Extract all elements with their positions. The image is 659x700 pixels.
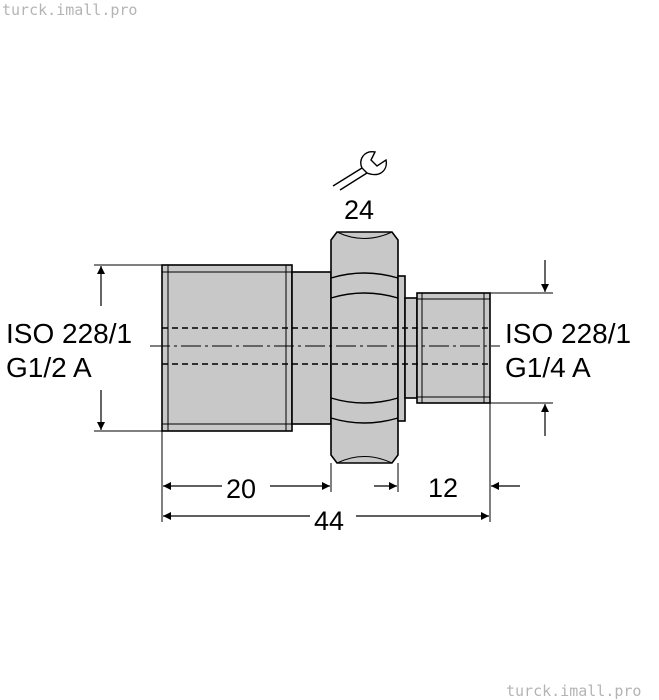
left-thread-body — [161, 264, 293, 432]
right-thread-size: G1/4 A — [505, 352, 591, 383]
neck — [291, 271, 332, 425]
left-thread-standard: ISO 228/1 — [6, 318, 132, 349]
small-neck — [404, 297, 418, 399]
collar — [397, 275, 406, 422]
right-diameter-dimension — [490, 260, 553, 436]
total-length-label: 44 — [314, 506, 344, 536]
extension-lines — [161, 403, 491, 522]
watermark-bottom: turck.imall.pro — [506, 682, 641, 700]
watermark-top: turck.imall.pro — [2, 1, 137, 19]
wrench-icon — [332, 151, 387, 191]
hex-nut — [330, 231, 399, 464]
right-length-label: 12 — [428, 473, 458, 503]
right-thread-body — [416, 292, 491, 404]
wrench-size-label: 24 — [344, 195, 374, 225]
left-length-label: 20 — [226, 474, 256, 504]
right-thread-standard: ISO 228/1 — [505, 318, 631, 349]
left-diameter-dimension — [94, 264, 162, 432]
left-thread-size: G1/2 A — [6, 352, 92, 383]
